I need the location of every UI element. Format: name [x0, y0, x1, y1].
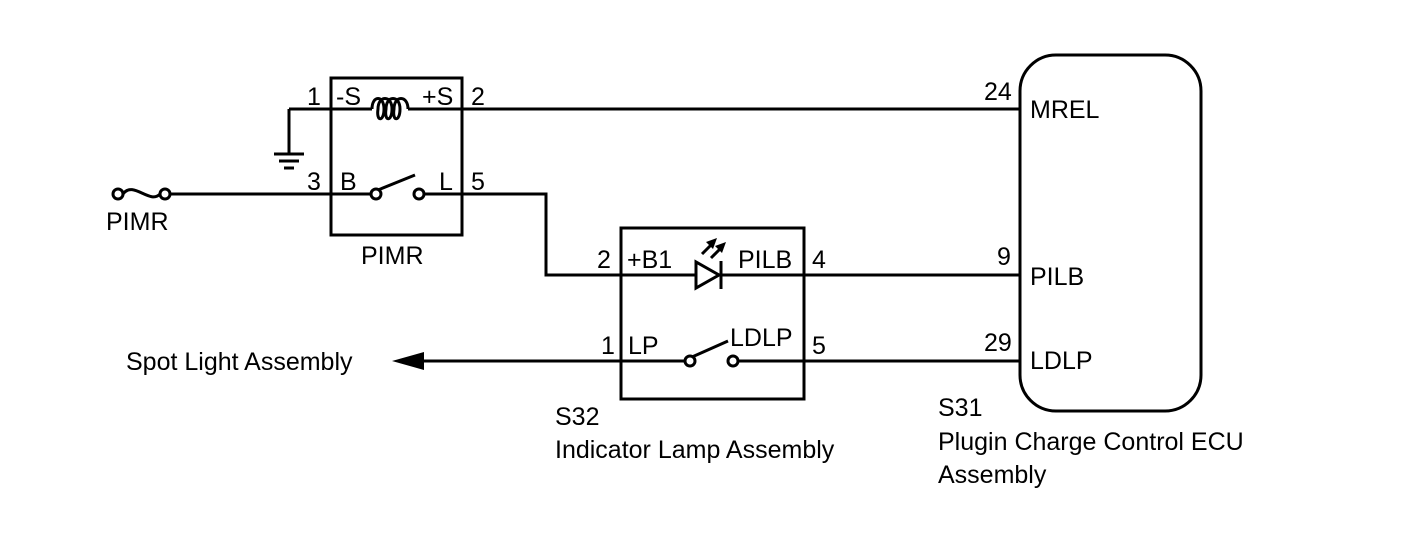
- relay-box: [329, 76, 464, 237]
- lamp-switch-icon: [621, 339, 804, 368]
- lamp-pin-5: 5: [812, 332, 826, 360]
- lamp-pin-4-label: PILB: [738, 246, 792, 274]
- relay-pin-2-label: +S: [422, 83, 453, 111]
- led-icon: [621, 238, 804, 291]
- ecu-pin-24-label: MREL: [1030, 96, 1100, 124]
- relay-pin-1-label: -S: [336, 83, 361, 111]
- relay-pin-1: 1: [307, 83, 321, 111]
- wire-b1: [462, 192, 621, 277]
- lamp-name: Indicator Lamp Assembly: [555, 436, 835, 464]
- lamp-pin-4: 4: [812, 246, 826, 274]
- relay-coil-icon: [331, 97, 462, 121]
- fuse-icon: [111, 187, 172, 201]
- ecu-pin-24: 24: [984, 78, 1012, 106]
- relay-pin-5-label: L: [439, 168, 453, 196]
- lamp-code: S32: [555, 403, 599, 431]
- lamp-pin-2-label: +B1: [627, 246, 672, 274]
- relay-switch-icon: [331, 173, 462, 201]
- lamp-pin-5-label: LDLP: [730, 324, 793, 352]
- lamp-pin-2: 2: [597, 246, 611, 274]
- arrow-left-icon: [392, 352, 424, 370]
- ecu-pin-29: 29: [984, 329, 1012, 357]
- ecu-name-line2: Assembly: [938, 461, 1047, 489]
- indicator-lamp-box: [619, 226, 806, 401]
- relay-pin-2: 2: [471, 83, 485, 111]
- ecu-pin-9: 9: [997, 243, 1011, 271]
- ecu-pin-29-label: LDLP: [1030, 347, 1093, 375]
- relay-pin-3: 3: [307, 168, 321, 196]
- ecu-pin-9-label: PILB: [1030, 263, 1084, 291]
- relay-pin-3-label: B: [340, 168, 357, 196]
- lamp-pin-1: 1: [601, 332, 615, 360]
- relay-pin-5: 5: [471, 168, 485, 196]
- ecu-box: [1018, 53, 1203, 413]
- relay-name: PIMR: [361, 242, 424, 270]
- ground-icon: [274, 107, 331, 170]
- ecu-name-line1: Plugin Charge Control ECU: [938, 428, 1244, 456]
- spot-light-label: Spot Light Assembly: [126, 348, 353, 376]
- lamp-pin-1-label: LP: [628, 332, 659, 360]
- fuse-name: PIMR: [106, 208, 169, 236]
- ecu-code: S31: [938, 394, 982, 422]
